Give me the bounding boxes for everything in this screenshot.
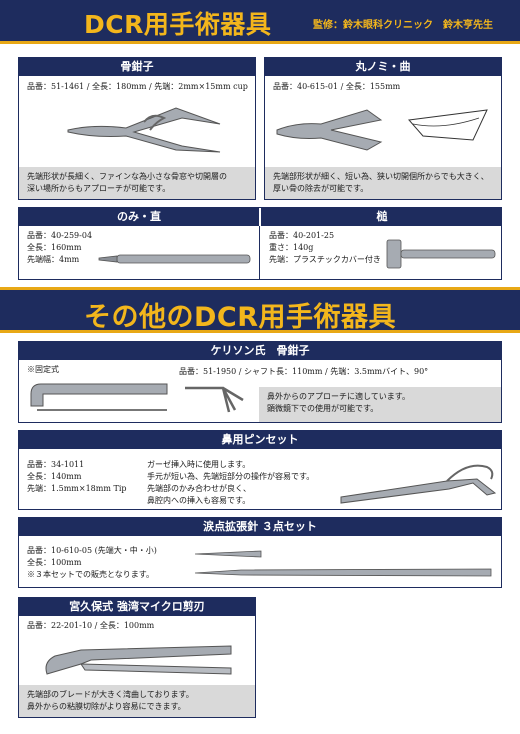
card-micro-scissors: 宮久保式 強湾マイクロ剪刃 品番：22-201-10 / 全長：100mm 先端…: [18, 597, 256, 718]
card-title: 骨鉗子: [19, 58, 255, 76]
note-box: 鼻外からのアプローチに適しています。 顕微鏡下での使用が可能です。: [259, 387, 501, 422]
header-banner: DCR用手術器具 監修：鈴木眼科クリニック 鈴木亨先生: [0, 0, 520, 44]
mallet-image: [386, 239, 496, 269]
fixed-type-label: ※固定式: [27, 365, 59, 374]
bone-rongeur-image: [67, 107, 221, 153]
spec-text: 品番：40-615-01 / 全長：155mm: [273, 82, 401, 91]
card-round-chisel: 丸ノミ・曲 品番：40-615-01 / 全長：155mm 先端部形状が細く、短…: [264, 57, 502, 200]
spec-text: 品番：34-1011 全長：140mm 先端：1.5mm×18mm Tip: [27, 460, 127, 493]
chisel-image: [98, 254, 251, 264]
round-chisel-image: [276, 109, 488, 151]
card-bone-rongeur: 骨鉗子 品番：51-1461 / 全長：180mm / 先端：2mm×15mm …: [18, 57, 256, 200]
note-box: 先端部のブレードが大きく湾曲しております。 鼻外からの粘膜切除がより容易にできま…: [19, 685, 255, 717]
description-text: ガーゼ挿入時に使用します。 手元が短い為、先端短部分の操作が容易です。 先端部の…: [147, 460, 315, 505]
mallet-spec: 品番：40-201-25 重さ：140g 先端：プラスチックカバー付き: [269, 231, 381, 264]
card-chisel-mallet: のみ・直 槌 品番：40-259-04 全長：160mm 先端幅：4mm 品番：…: [18, 207, 502, 280]
supervision-credit: 監修：鈴木眼科クリニック 鈴木亨先生: [313, 20, 493, 31]
card-title-mallet: 槌: [376, 210, 388, 223]
section-banner: その他のDCR用手術器具: [0, 287, 520, 333]
spec-text: 品番：10-610-05 (先端大・中・小) 全長：100mm ※３本セットでの…: [27, 546, 157, 579]
card-title-chisel: のみ・直: [117, 210, 161, 223]
card-title: 鼻用ピンセット: [19, 431, 501, 449]
card-title: 丸ノミ・曲: [265, 58, 501, 76]
chisel-spec: 品番：40-259-04 全長：160mm 先端幅：4mm: [27, 231, 93, 264]
page-title: DCR用手術器具: [84, 10, 272, 39]
note-box: 先端形状が長細く、ファインな為小さな骨窓や切開層の 深い場所からもアプローチが可…: [19, 167, 255, 199]
kerrison-image: [185, 386, 244, 413]
kerrison-tip-image: [30, 383, 168, 411]
dilator-image: [194, 550, 492, 577]
card-title: ケリソン氏 骨鉗子: [19, 342, 501, 360]
note-box: 先端部形状が細く、短い為、狭い切開個所からでも大きく、 厚い骨の除去が可能です。: [265, 167, 501, 199]
card-title: 宮久保式 強湾マイクロ剪刃: [19, 598, 255, 616]
spec-text: 品番：51-1461 / 全長：180mm / 先端：2mm×15mm cup: [27, 82, 248, 91]
spec-text: 品番：51-1950 / シャフト長：110mm / 先端：3.5mmバイト、9…: [179, 367, 429, 376]
section-title: その他のDCR用手術器具: [84, 302, 397, 333]
card-nasal-forceps: 鼻用ピンセット 品番：34-1011 全長：140mm 先端：1.5mm×18m…: [18, 430, 502, 510]
card-title: 涙点拡張針 ３点セット: [19, 518, 501, 536]
card-kerrison: ケリソン氏 骨鉗子 ※固定式 品番：51-1950 / シャフト長：110mm …: [18, 341, 502, 423]
nasal-forceps-image: [340, 464, 497, 504]
micro-scissors-image: [45, 645, 232, 675]
card-dilator-set: 涙点拡張針 ３点セット 品番：10-610-05 (先端大・中・小) 全長：10…: [18, 517, 502, 588]
spec-text: 品番：22-201-10 / 全長：100mm: [27, 621, 155, 630]
